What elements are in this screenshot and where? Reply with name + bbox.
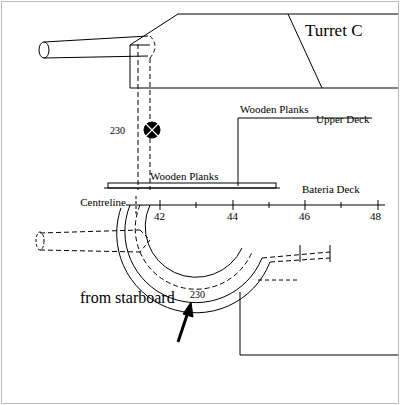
frame-number: 230 bbox=[190, 290, 205, 300]
view-note: from starboard bbox=[80, 290, 175, 306]
deck-name: Bateria Deck bbox=[302, 184, 360, 195]
deck-name: Upper Deck bbox=[316, 114, 369, 125]
deck-note: Wooden Planks bbox=[240, 104, 308, 115]
scale-number: 48 bbox=[370, 211, 381, 222]
scale-number: 44 bbox=[227, 211, 238, 222]
frame-number: 230 bbox=[110, 126, 125, 136]
scale-number: 42 bbox=[154, 211, 165, 222]
axis-label: Centreline bbox=[80, 197, 126, 208]
deck-note: Wooden Planks bbox=[150, 171, 218, 182]
turret-name: Turret C bbox=[305, 22, 362, 39]
scale-number: 46 bbox=[299, 211, 310, 222]
